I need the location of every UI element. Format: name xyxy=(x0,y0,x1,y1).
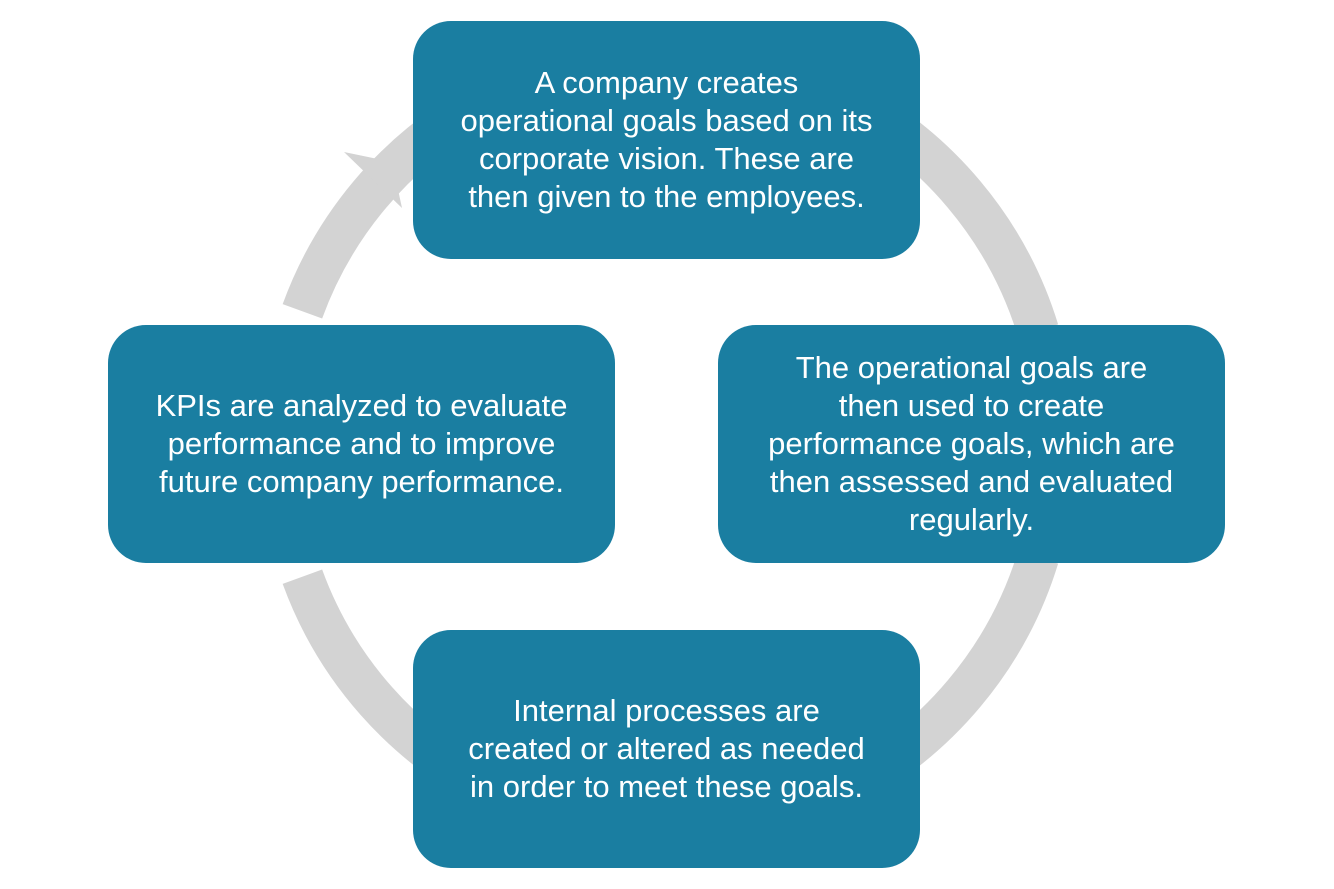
step-text: A company creates operational goals base… xyxy=(460,65,873,214)
step-text: Internal processes are created or altere… xyxy=(468,693,865,804)
step-box-bottom: Internal processes are created or altere… xyxy=(413,630,920,868)
step-box-left: KPIs are analyzed to evaluate performanc… xyxy=(108,325,615,563)
step-text: The operational goals are then used to c… xyxy=(768,350,1175,537)
step-box-right: The operational goals are then used to c… xyxy=(718,325,1225,563)
cycle-arrow-head-icon xyxy=(344,152,402,208)
step-text: KPIs are analyzed to evaluate performanc… xyxy=(155,388,568,499)
step-box-top: A company creates operational goals base… xyxy=(413,21,920,259)
